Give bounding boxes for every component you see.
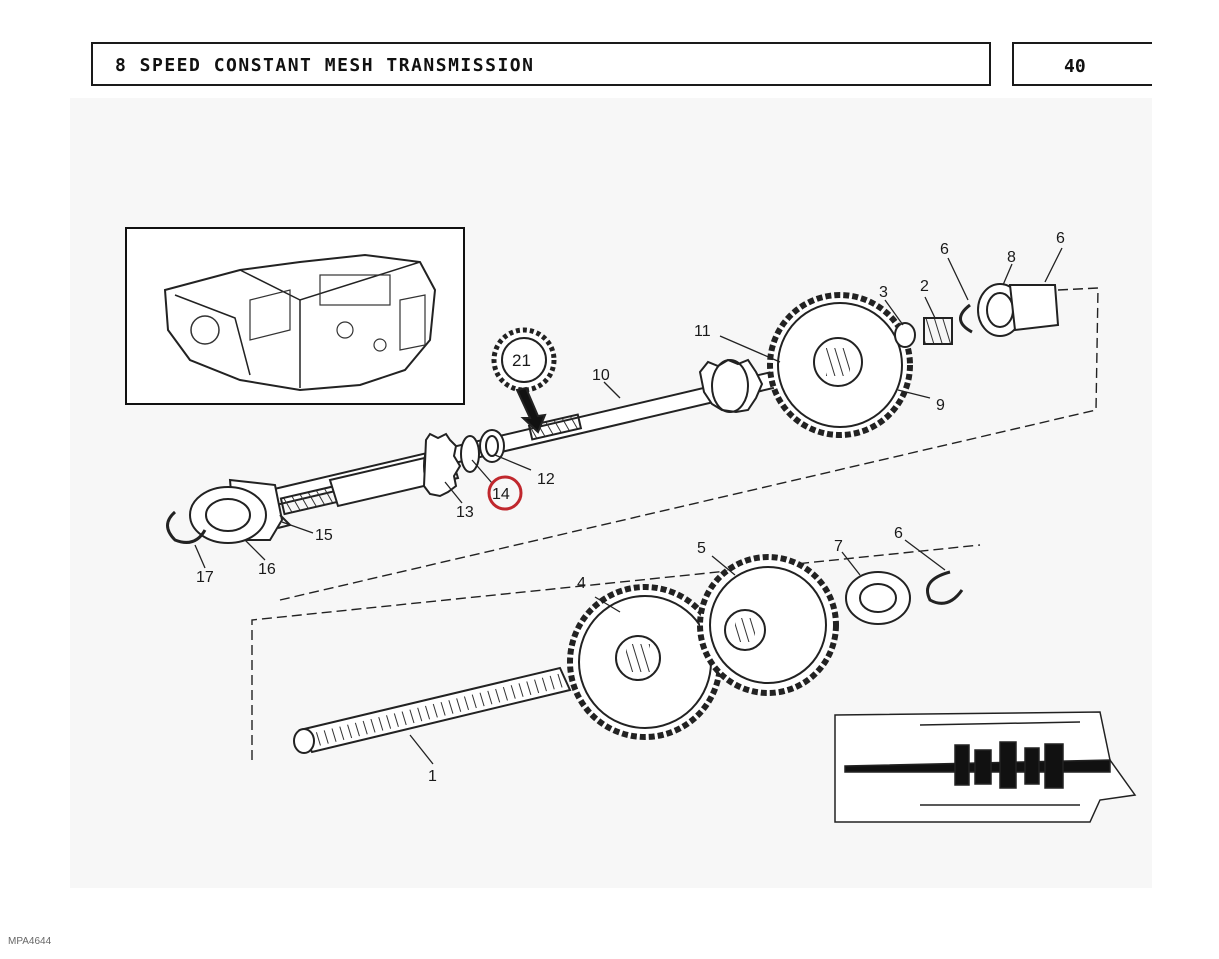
callout-8: 8 [1007, 249, 1016, 266]
page-title: 8 SPEED CONSTANT MESH TRANSMISSION [115, 55, 535, 76]
callout-16: 16 [258, 561, 276, 578]
callout-14: 14 [492, 486, 510, 503]
callout-7: 7 [834, 538, 843, 555]
leader-lines [194, 247, 1063, 765]
callout-10: 10 [592, 367, 610, 384]
callout-6-lower: 6 [894, 525, 903, 542]
lower-shaft-assembly [293, 554, 964, 754]
title-box: 8 SPEED CONSTANT MESH TRANSMISSION [91, 42, 991, 86]
callout-13: 13 [456, 504, 474, 521]
callouts: 1 2 3 4 5 6 6 6 7 8 9 10 11 12 13 14 15 … [196, 230, 1065, 785]
cross-section-inset [834, 711, 1137, 823]
callout-3: 3 [879, 284, 888, 301]
page-edge [1152, 40, 1219, 90]
callout-5: 5 [697, 540, 706, 557]
callout-2: 2 [920, 278, 929, 295]
assembly-frame-upper [279, 287, 1099, 601]
callout-9: 9 [936, 397, 945, 414]
rear-bearing-group [166, 478, 292, 544]
callout-11: 11 [694, 323, 711, 340]
assembly-frame-lower [251, 544, 981, 760]
callout-1: 1 [428, 768, 437, 785]
callout-21: 21 [512, 351, 531, 370]
callout-6-upper-left: 6 [940, 241, 949, 258]
callout-4: 4 [577, 575, 586, 592]
callout-15: 15 [315, 527, 333, 544]
reference-code: MPA4644 [8, 936, 52, 947]
upper-shaft-assembly [268, 283, 1060, 516]
housing-inset [125, 227, 465, 405]
callout-17: 17 [196, 569, 214, 586]
washer-21 [491, 327, 557, 434]
callout-14-highlight [487, 475, 523, 511]
callout-12: 12 [537, 471, 555, 488]
page-number-box: 40 [1012, 42, 1172, 86]
page-number: 40 [1064, 56, 1086, 77]
callout-6-upper-right: 6 [1056, 230, 1065, 247]
